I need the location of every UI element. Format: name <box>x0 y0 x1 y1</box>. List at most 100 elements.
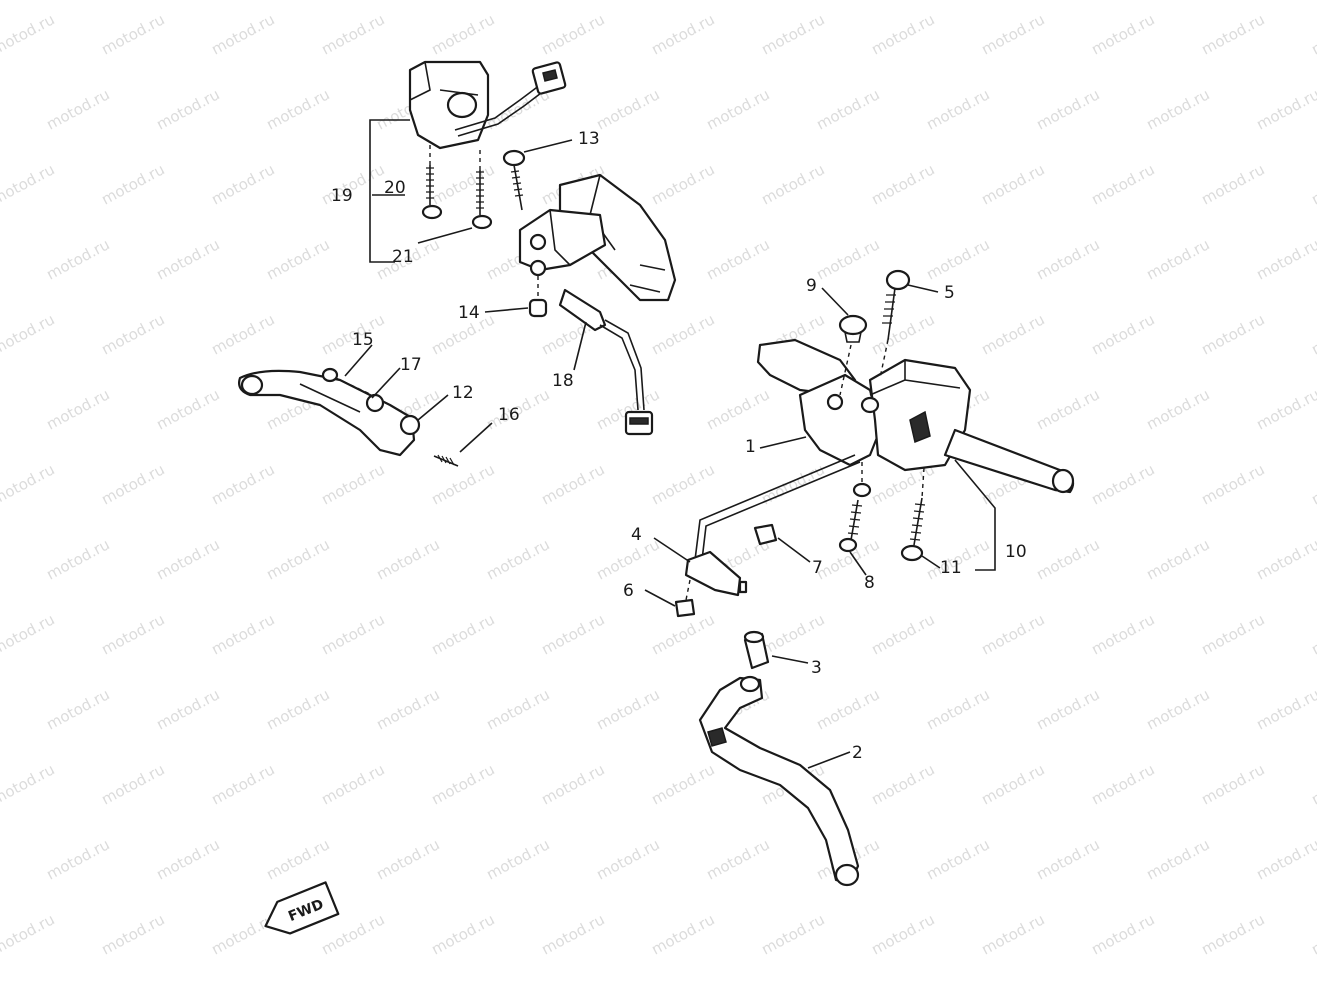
leader-lines <box>344 139 941 769</box>
screw-11 <box>900 467 926 562</box>
watermark-text: motod.ru <box>1308 910 1317 958</box>
watermark-text: motod.ru <box>0 10 58 58</box>
callout-13: 13 <box>578 129 600 149</box>
watermark-text: motod.ru <box>1033 385 1102 433</box>
watermark-text: motod.ru <box>868 160 937 208</box>
watermark-text: motod.ru <box>208 910 277 958</box>
watermark-text: motod.ru <box>868 760 937 808</box>
watermark-text: motod.ru <box>593 835 662 883</box>
watermark-text: motod.ru <box>318 610 387 658</box>
watermark-text: motod.ru <box>703 85 772 133</box>
watermark-text: motod.ru <box>483 535 552 583</box>
watermark-text: motod.ru <box>98 760 167 808</box>
collar-14 <box>528 276 548 318</box>
watermark-text: motod.ru <box>1253 235 1317 283</box>
watermark-text: motod.ru <box>538 10 607 58</box>
watermark-text: motod.ru <box>868 610 937 658</box>
watermark-text: motod.ru <box>648 610 717 658</box>
watermark-text: motod.ru <box>538 460 607 508</box>
switch-screws <box>421 145 493 230</box>
watermark-text: motod.ru <box>0 85 3 133</box>
watermark-text: motod.ru <box>703 235 772 283</box>
watermark-text: motod.ru <box>373 685 442 733</box>
watermark-text: motod.ru <box>428 910 497 958</box>
watermark-text: motod.ru <box>0 235 3 283</box>
watermark-text: motod.ru <box>1198 10 1267 58</box>
watermark-text: motod.ru <box>483 685 552 733</box>
watermark-text: motod.ru <box>1088 760 1157 808</box>
callout-9: 9 <box>806 276 817 296</box>
clutch-switch-18 <box>558 288 654 436</box>
watermark-text: motod.ru <box>1143 535 1212 583</box>
callout-3: 3 <box>811 658 822 678</box>
watermark-text: motod.ru <box>263 535 332 583</box>
watermark-text: motod.ru <box>98 310 167 358</box>
screw-5 <box>879 269 911 379</box>
watermark-text: motod.ru <box>428 760 497 808</box>
watermark-text: motod.ru <box>98 10 167 58</box>
watermark-text: motod.ru <box>0 160 58 208</box>
watermark-text: motod.ru <box>153 235 222 283</box>
watermark-text: motod.ru <box>978 310 1047 358</box>
fwd-direction-badge: FWD <box>264 881 340 935</box>
callout-15: 15 <box>352 330 374 350</box>
watermark-text: motod.ru <box>1198 910 1267 958</box>
watermark-text: motod.ru <box>0 385 3 433</box>
watermark-text: motod.ru <box>648 10 717 58</box>
watermark-text: motod.ru <box>758 10 827 58</box>
watermark-text: motod.ru <box>208 10 277 58</box>
watermark-text: motod.ru <box>153 85 222 133</box>
watermark-text: motod.ru <box>868 10 937 58</box>
watermark-text: motod.ru <box>208 610 277 658</box>
watermark-text: motod.ru <box>703 835 772 883</box>
watermark-text: motod.ru <box>483 835 552 883</box>
watermark-text: motod.ru <box>1033 235 1102 283</box>
watermark-text: motod.ru <box>208 460 277 508</box>
watermark-text: motod.ru <box>1033 85 1102 133</box>
callout-11: 11 <box>940 558 962 578</box>
watermark-text: motod.ru <box>153 385 222 433</box>
watermark-text: motod.ru <box>758 460 827 508</box>
watermark-text: motod.ru <box>373 835 442 883</box>
callout-12: 12 <box>452 383 474 403</box>
watermark-text: motod.ru <box>923 835 992 883</box>
callout-20: 20 <box>384 178 406 198</box>
watermark-text: motod.ru <box>0 310 58 358</box>
callout-6: 6 <box>623 581 634 601</box>
watermark-text: motod.ru <box>263 835 332 883</box>
watermark-text: motod.ru <box>538 910 607 958</box>
watermark-text: motod.ru <box>263 235 332 283</box>
watermark-text: motod.ru <box>813 85 882 133</box>
watermark-text: motod.ru <box>1253 85 1317 133</box>
watermark-text: motod.ru <box>43 835 112 883</box>
cap-9 <box>838 314 868 396</box>
watermark-text: motod.ru <box>593 685 662 733</box>
watermark-text: motod.ru <box>1253 835 1317 883</box>
watermark-text: motod.ru <box>318 10 387 58</box>
callout-1: 1 <box>745 437 756 457</box>
watermark-text: motod.ru <box>978 10 1047 58</box>
watermark-text: motod.ru <box>758 160 827 208</box>
watermark-text: motod.ru <box>0 535 3 583</box>
watermark-text: motod.ru <box>1088 460 1157 508</box>
watermark-text: motod.ru <box>98 610 167 658</box>
watermark-text: motod.ru <box>0 760 58 808</box>
watermark-text: motod.ru <box>98 460 167 508</box>
watermark-text: motod.ru <box>428 160 497 208</box>
watermark-text: motod.ru <box>153 685 222 733</box>
watermark-text: motod.ru <box>978 760 1047 808</box>
group-bracket-10 <box>954 459 996 571</box>
bolt-13 <box>502 149 526 211</box>
right-handlebar-switch <box>756 338 1075 494</box>
watermark-text: motod.ru <box>0 460 58 508</box>
watermark-text: motod.ru <box>208 160 277 208</box>
callout-19: 19 <box>331 186 353 206</box>
watermark-text: motod.ru <box>1253 535 1317 583</box>
screw-8 <box>838 462 872 553</box>
nut-7 <box>753 523 778 546</box>
watermark-text: motod.ru <box>1308 760 1317 808</box>
watermark-text: motod.ru <box>648 310 717 358</box>
watermark-text: motod.ru <box>648 910 717 958</box>
watermark-text: motod.ru <box>648 160 717 208</box>
